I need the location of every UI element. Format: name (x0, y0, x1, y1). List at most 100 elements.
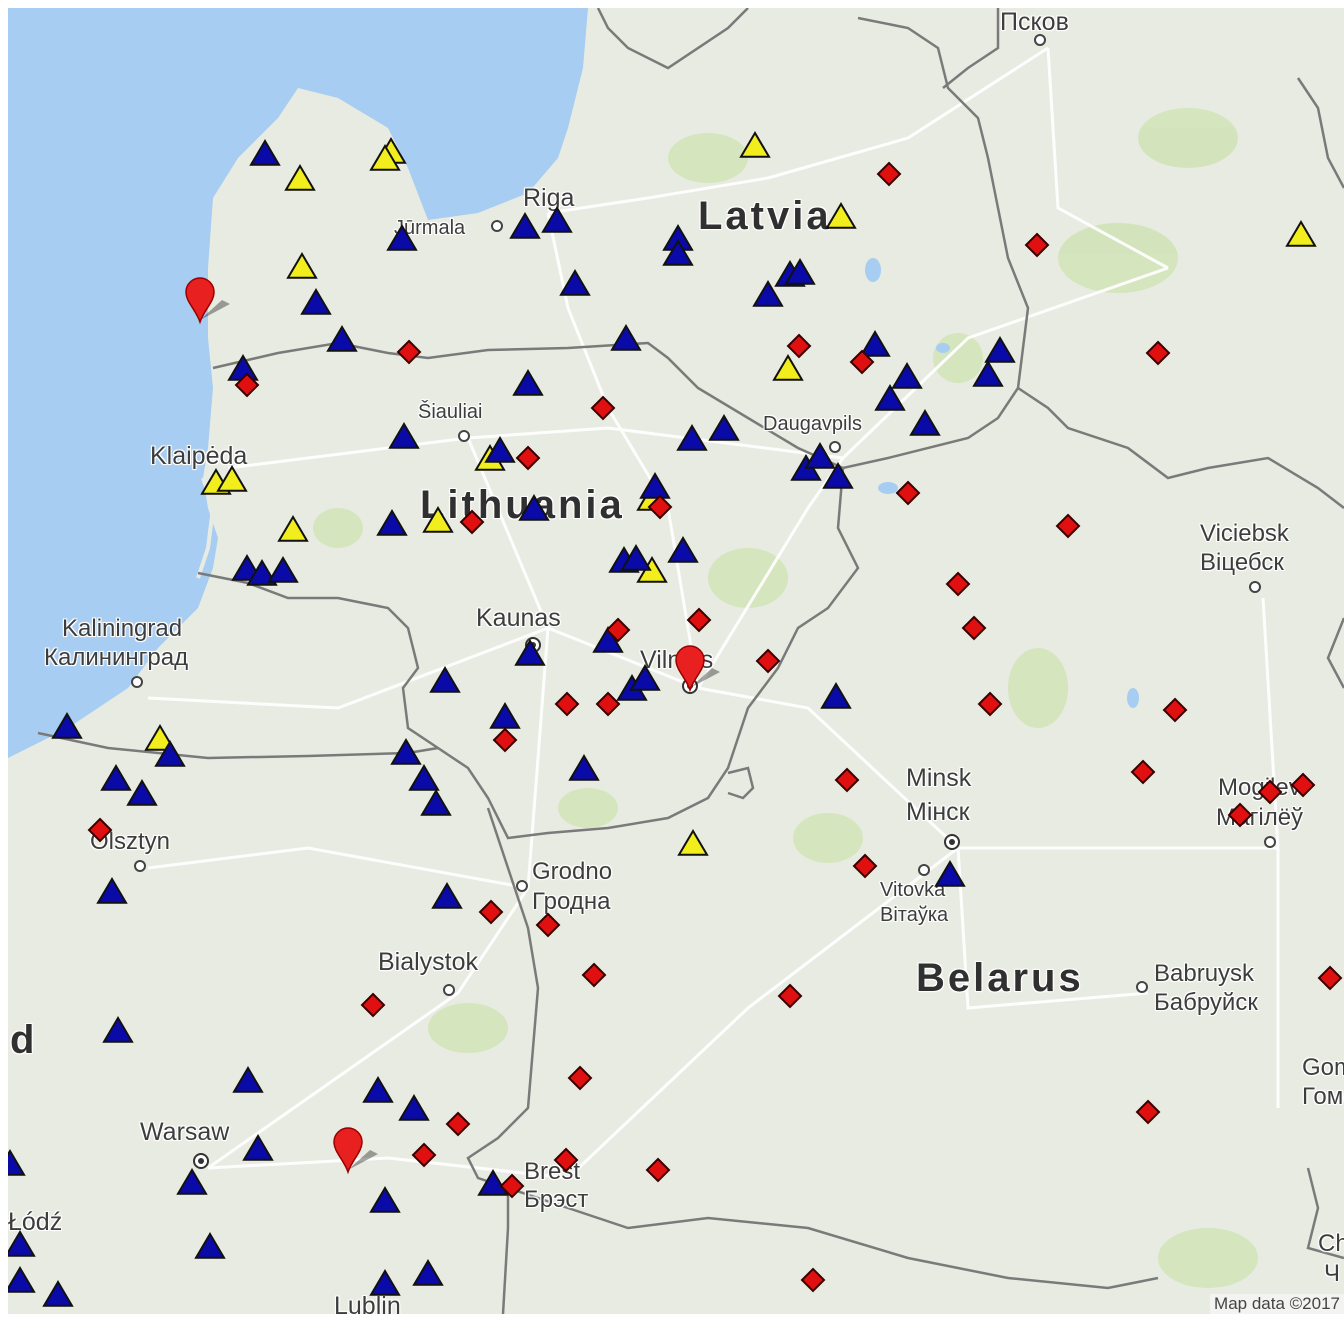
red-diamond-marker[interactable] (478, 899, 504, 925)
blue-triangle-marker[interactable] (227, 354, 259, 381)
blue-triangle-marker[interactable] (102, 1016, 134, 1043)
red-diamond-marker[interactable] (360, 992, 386, 1018)
red-diamond-marker[interactable] (1135, 1099, 1161, 1125)
red-diamond-marker[interactable] (945, 571, 971, 597)
red-diamond-marker[interactable] (977, 691, 1003, 717)
blue-triangle-marker[interactable] (972, 360, 1004, 387)
red-diamond-marker[interactable] (396, 339, 422, 365)
red-diamond-marker[interactable] (499, 1173, 525, 1199)
red-diamond-marker[interactable] (852, 853, 878, 879)
blue-triangle-marker[interactable] (477, 1169, 509, 1196)
red-pin-marker[interactable] (333, 1127, 378, 1175)
yellow-triangle-marker[interactable] (369, 144, 401, 171)
blue-triangle-marker[interactable] (667, 536, 699, 563)
blue-triangle-marker[interactable] (369, 1269, 401, 1296)
red-diamond-marker[interactable] (686, 607, 712, 633)
blue-triangle-marker[interactable] (909, 409, 941, 436)
blue-triangle-marker[interactable] (484, 436, 516, 463)
blue-triangle-marker[interactable] (8, 1230, 36, 1257)
red-pin-marker[interactable] (675, 645, 720, 693)
blue-triangle-marker[interactable] (376, 509, 408, 536)
blue-triangle-marker[interactable] (369, 1186, 401, 1213)
blue-triangle-marker[interactable] (541, 206, 573, 233)
red-diamond-marker[interactable] (755, 648, 781, 674)
blue-triangle-marker[interactable] (708, 414, 740, 441)
blue-triangle-marker[interactable] (412, 1259, 444, 1286)
yellow-triangle-marker[interactable] (739, 131, 771, 158)
blue-triangle-marker[interactable] (242, 1134, 274, 1161)
blue-triangle-marker[interactable] (639, 472, 671, 499)
blue-triangle-marker[interactable] (610, 324, 642, 351)
blue-triangle-marker[interactable] (489, 702, 521, 729)
blue-triangle-marker[interactable] (662, 239, 694, 266)
blue-triangle-marker[interactable] (51, 712, 83, 739)
blue-triangle-marker[interactable] (752, 280, 784, 307)
blue-triangle-marker[interactable] (514, 639, 546, 666)
red-diamond-marker[interactable] (1055, 513, 1081, 539)
red-diamond-marker[interactable] (645, 1157, 671, 1183)
red-diamond-marker[interactable] (1290, 772, 1316, 798)
blue-triangle-marker[interactable] (42, 1280, 74, 1307)
red-diamond-marker[interactable] (895, 480, 921, 506)
red-diamond-marker[interactable] (459, 509, 485, 535)
blue-triangle-marker[interactable] (676, 424, 708, 451)
blue-triangle-marker[interactable] (362, 1076, 394, 1103)
red-diamond-marker[interactable] (1317, 965, 1343, 991)
blue-triangle-marker[interactable] (420, 789, 452, 816)
blue-triangle-marker[interactable] (891, 362, 923, 389)
blue-triangle-marker[interactable] (386, 224, 418, 251)
red-diamond-marker[interactable] (234, 372, 260, 398)
blue-triangle-marker[interactable] (398, 1094, 430, 1121)
red-diamond-marker[interactable] (581, 962, 607, 988)
blue-triangle-marker[interactable] (326, 325, 358, 352)
red-diamond-marker[interactable] (1130, 759, 1156, 785)
red-diamond-marker[interactable] (590, 395, 616, 421)
red-diamond-marker[interactable] (777, 983, 803, 1009)
red-diamond-marker[interactable] (605, 617, 631, 643)
red-diamond-marker[interactable] (567, 1065, 593, 1091)
red-diamond-marker[interactable] (492, 727, 518, 753)
blue-triangle-marker[interactable] (822, 462, 854, 489)
red-diamond-marker[interactable] (849, 349, 875, 375)
red-diamond-marker[interactable] (554, 691, 580, 717)
red-diamond-marker[interactable] (1162, 697, 1188, 723)
yellow-triangle-marker[interactable] (286, 252, 318, 279)
blue-triangle-marker[interactable] (984, 336, 1016, 363)
blue-triangle-marker[interactable] (267, 556, 299, 583)
yellow-triangle-marker[interactable] (284, 164, 316, 191)
yellow-triangle-marker[interactable] (772, 354, 804, 381)
blue-triangle-marker[interactable] (96, 877, 128, 904)
red-diamond-marker[interactable] (553, 1147, 579, 1173)
red-diamond-marker[interactable] (876, 161, 902, 187)
blue-triangle-marker[interactable] (8, 1149, 26, 1176)
blue-triangle-marker[interactable] (194, 1232, 226, 1259)
red-diamond-marker[interactable] (1024, 232, 1050, 258)
blue-triangle-marker[interactable] (509, 212, 541, 239)
blue-triangle-marker[interactable] (246, 559, 278, 586)
red-diamond-marker[interactable] (786, 333, 812, 359)
red-diamond-marker[interactable] (87, 817, 113, 843)
yellow-triangle-marker[interactable] (1285, 220, 1317, 247)
blue-triangle-marker[interactable] (934, 860, 966, 887)
red-diamond-marker[interactable] (800, 1267, 826, 1293)
blue-triangle-marker[interactable] (568, 754, 600, 781)
blue-triangle-marker[interactable] (232, 1066, 264, 1093)
red-diamond-marker[interactable] (1145, 340, 1171, 366)
blue-triangle-marker[interactable] (592, 626, 624, 653)
map-view[interactable]: Псков Riga Jūrmala Latvia Šiauliai Dauga… (8, 8, 1344, 1314)
yellow-triangle-marker[interactable] (825, 202, 857, 229)
red-diamond-marker[interactable] (535, 912, 561, 938)
red-pin-marker[interactable] (185, 277, 230, 325)
blue-triangle-marker[interactable] (176, 1168, 208, 1195)
yellow-triangle-marker[interactable] (277, 515, 309, 542)
blue-triangle-marker[interactable] (620, 544, 652, 571)
blue-triangle-marker[interactable] (390, 738, 422, 765)
blue-triangle-marker[interactable] (8, 1266, 36, 1293)
red-diamond-marker[interactable] (647, 494, 673, 520)
blue-triangle-marker[interactable] (126, 779, 158, 806)
blue-triangle-marker[interactable] (408, 764, 440, 791)
blue-triangle-marker[interactable] (820, 682, 852, 709)
red-diamond-marker[interactable] (411, 1142, 437, 1168)
red-diamond-marker[interactable] (834, 767, 860, 793)
blue-triangle-marker[interactable] (154, 740, 186, 767)
